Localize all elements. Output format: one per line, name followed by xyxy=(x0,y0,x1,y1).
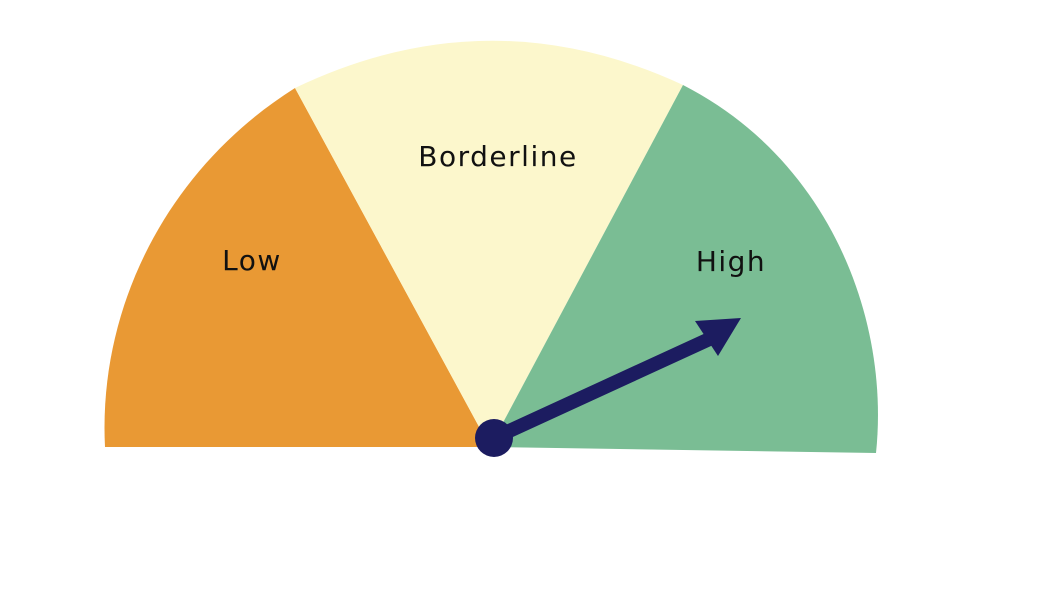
needle-shaft xyxy=(487,329,723,445)
needle-hub xyxy=(475,419,513,457)
gauge-needle xyxy=(475,318,741,457)
gauge-segment-borderline xyxy=(295,40,683,448)
gauge-segment-high xyxy=(490,85,878,453)
gauge-label-borderline: Borderline xyxy=(418,140,577,173)
gauge-segment-low xyxy=(104,88,491,447)
gauge-label-low: Low xyxy=(222,244,282,277)
needle-arrowhead xyxy=(695,318,741,356)
gauge-label-high: High xyxy=(696,245,766,278)
